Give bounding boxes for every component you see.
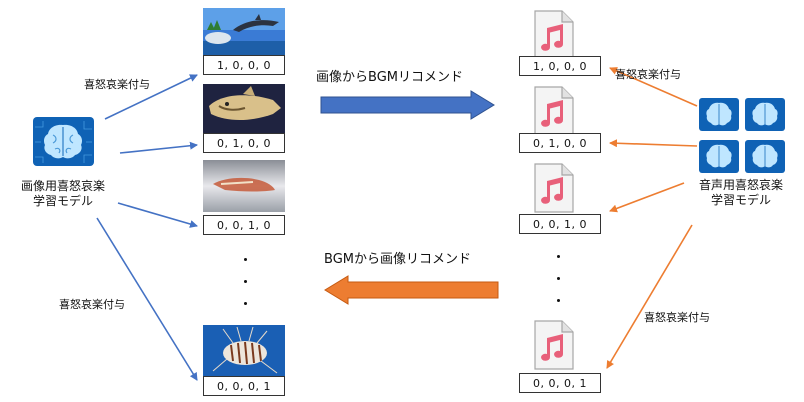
image-vector-2: 0, 1, 0, 0 — [203, 133, 285, 153]
image-vector-4: 0, 0, 0, 1 — [203, 376, 285, 396]
image-ellipsis-dot — [244, 302, 247, 305]
music-ellipsis-dot — [557, 299, 560, 302]
music-file-icon — [532, 320, 576, 370]
music-vector-3: 0, 0, 1, 0 — [519, 214, 601, 234]
music-file-icon — [532, 163, 576, 213]
image-thumb-shark — [203, 84, 285, 133]
image-model-label: 画像用喜怒哀楽 学習モデル — [2, 179, 124, 209]
bgm-to-image-label: BGMから画像リコメンド — [324, 252, 471, 267]
arrow-right-to-music-3 — [609, 182, 685, 213]
audio-model-label-line1: 音声用喜怒哀楽 — [698, 178, 783, 192]
music-file-icon — [532, 86, 576, 136]
audio-model-label-line2: 学習モデル — [710, 193, 771, 207]
image-to-bgm-arrow — [320, 90, 495, 120]
image-vector-3: 0, 0, 1, 0 — [203, 215, 285, 235]
arrow-right-to-music-1 — [609, 67, 698, 107]
music-vector-2: 0, 1, 0, 0 — [519, 133, 601, 153]
brain-chip-icon — [698, 139, 740, 174]
bgm-to-image-arrow — [324, 275, 499, 305]
audio-model-icons — [697, 96, 787, 176]
image-model-label-line1: 画像用喜怒哀楽 — [20, 179, 105, 193]
music-vector-1: 1, 0, 0, 0 — [519, 56, 601, 76]
arrow-left-to-image-4 — [96, 217, 198, 381]
arrow-right-to-music-4 — [606, 224, 693, 369]
image-thumb-dolphin — [203, 8, 285, 56]
image-ellipsis-dot — [244, 280, 247, 283]
image-thumb-lionfish — [203, 325, 285, 377]
arrow-left-to-image-2 — [119, 141, 198, 154]
music-ellipsis-dot — [557, 277, 560, 280]
brain-chip-icon — [744, 97, 786, 132]
assign-label-bottom-right: 喜怒哀楽付与 — [644, 311, 710, 324]
image-thumb-specimen — [203, 160, 285, 212]
assign-label-top-right: 喜怒哀楽付与 — [615, 68, 681, 81]
arrow-left-to-image-1 — [104, 74, 198, 120]
music-vector-4: 0, 0, 0, 1 — [519, 373, 601, 393]
arrow-left-to-image-3 — [117, 202, 198, 228]
audio-model-label: 音声用喜怒哀楽 学習モデル — [678, 178, 804, 208]
arrow-right-to-music-2 — [609, 139, 698, 148]
image-vector-1: 1, 0, 0, 0 — [203, 55, 285, 75]
image-model-icon — [33, 117, 94, 166]
music-file-icon — [532, 10, 576, 60]
image-model-label-line2: 学習モデル — [32, 194, 93, 208]
music-ellipsis-dot — [557, 255, 560, 258]
brain-chip-icon — [744, 139, 786, 174]
image-to-bgm-label: 画像からBGMリコメンド — [316, 70, 463, 85]
assign-label-bottom-left: 喜怒哀楽付与 — [59, 298, 125, 311]
brain-chip-icon — [698, 97, 740, 132]
image-ellipsis-dot — [244, 258, 247, 261]
assign-label-top-left: 喜怒哀楽付与 — [84, 78, 150, 91]
